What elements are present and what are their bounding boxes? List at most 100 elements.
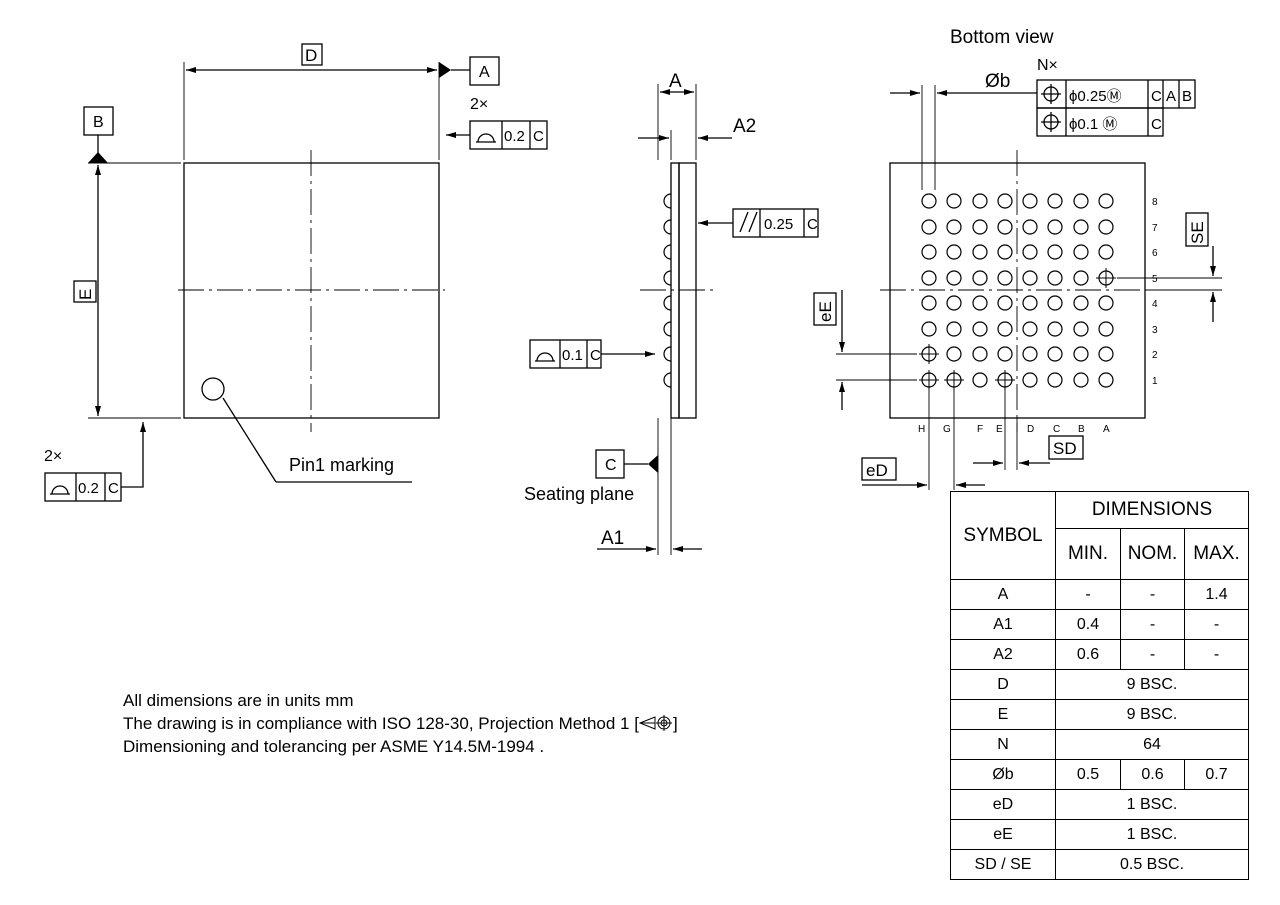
table-row: E 9 BSC. — [950, 699, 1249, 730]
solder-ball — [972, 244, 988, 260]
row-span: 1 BSC. — [1055, 789, 1249, 820]
ee-label: eE — [816, 301, 835, 322]
solder-ball — [946, 346, 962, 362]
table-row: eD 1 BSC. — [950, 789, 1249, 820]
dimensions-table: SYMBOL DIMENSIONS MIN. NOM. MAX. A - - 1… — [950, 491, 1249, 880]
solder-ball — [997, 321, 1013, 337]
bottom-view-title: Bottom view — [950, 27, 1054, 48]
col-label: H — [918, 424, 925, 435]
side-flat-datum: C — [590, 347, 601, 364]
row-symbol: A2 — [950, 639, 1056, 670]
solder-ball — [1022, 193, 1038, 209]
solder-ball — [1096, 268, 1116, 288]
solder-ball — [1047, 346, 1063, 362]
frame-bottom-count: 2× — [44, 448, 62, 465]
row-span: 9 BSC. — [1055, 669, 1249, 700]
row-nom: - — [1120, 579, 1185, 610]
datum-c-label: C — [605, 457, 617, 474]
substrate — [670, 162, 680, 419]
datum-c-triangle — [648, 455, 658, 473]
pos2-datum-c: C — [1151, 116, 1162, 133]
side-view: A A2 0.25 C 0.1 C C Seating plane A1 — [524, 71, 819, 555]
side-ball — [663, 244, 672, 260]
solder-ball — [1073, 372, 1089, 388]
pin1-circle — [201, 377, 225, 401]
table-row: A1 0.4 - - — [950, 609, 1249, 640]
solder-ball — [919, 370, 939, 390]
row-label: 7 — [1152, 223, 1158, 234]
d-label-box — [301, 43, 323, 66]
side-balls — [663, 193, 672, 388]
a2-label: A2 — [733, 116, 756, 137]
row-label: 8 — [1152, 197, 1158, 208]
note-iso: The drawing is in compliance with ISO 12… — [123, 712, 678, 735]
solder-ball — [1098, 372, 1114, 388]
solder-ball — [919, 344, 939, 364]
solder-ball — [1073, 244, 1089, 260]
a-label: A — [669, 71, 682, 92]
side-ball — [663, 270, 672, 286]
parallel-datum: C — [807, 216, 818, 233]
row-label: 5 — [1152, 274, 1158, 285]
sd-label: SD — [1053, 439, 1077, 458]
solder-ball — [1073, 346, 1089, 362]
datum-a-triangle — [439, 62, 451, 78]
solder-ball — [972, 295, 988, 311]
pos1-datum-a: A — [1166, 88, 1176, 105]
col-label: C — [1053, 424, 1060, 435]
solder-ball — [921, 295, 937, 311]
solder-ball — [921, 321, 937, 337]
row-max: 0.7 — [1184, 759, 1249, 790]
side-ball — [663, 219, 672, 235]
row-min: 0.6 — [1055, 639, 1121, 670]
solder-ball — [1047, 219, 1063, 235]
solder-ball — [997, 219, 1013, 235]
symbol-header: SYMBOL — [950, 491, 1056, 580]
sd-label-box — [1048, 435, 1084, 460]
flatness-symbol-icon — [476, 133, 496, 143]
solder-ball — [946, 295, 962, 311]
frame-top-value: 0.2 — [504, 128, 525, 145]
solder-ball — [972, 346, 988, 362]
projection-method-icon — [638, 715, 672, 731]
row-label: 4 — [1152, 299, 1158, 310]
solder-ball — [946, 270, 962, 286]
row-min: - — [1055, 579, 1121, 610]
package-body-top — [183, 162, 440, 419]
dimensions-header: DIMENSIONS — [1055, 491, 1249, 529]
solder-ball — [1047, 193, 1063, 209]
row-symbol: N — [950, 729, 1056, 760]
solder-ball — [997, 295, 1013, 311]
pos1-datum-b: B — [1182, 88, 1192, 105]
row-min: 0.5 — [1055, 759, 1121, 790]
nom-header: NOM. — [1120, 528, 1185, 580]
row-symbol: eD — [950, 789, 1056, 820]
d-label: D — [305, 46, 317, 65]
row-nom: - — [1120, 639, 1185, 670]
solder-ball — [972, 193, 988, 209]
solder-ball — [995, 370, 1015, 390]
col-label: A — [1103, 424, 1110, 435]
row-label: 1 — [1152, 376, 1158, 387]
flatness-symbol-icon — [50, 485, 70, 495]
solder-ball — [972, 270, 988, 286]
col-label: G — [943, 424, 951, 435]
solder-ball — [972, 372, 988, 388]
solder-ball — [997, 244, 1013, 260]
parallel-value: 0.25 — [764, 216, 793, 233]
row-span: 0.5 BSC. — [1055, 849, 1249, 880]
row-span: 9 BSC. — [1055, 699, 1249, 730]
solder-ball — [1073, 193, 1089, 209]
solder-ball — [1098, 244, 1114, 260]
frame-bottom-leader — [121, 422, 146, 488]
datum-a-label: A — [479, 64, 490, 81]
table-row: Øb 0.5 0.6 0.7 — [950, 759, 1249, 790]
solder-ball — [1047, 270, 1063, 286]
solder-ball — [1098, 295, 1114, 311]
pos1-datum-c: C — [1151, 88, 1162, 105]
solder-ball — [1022, 244, 1038, 260]
row-symbol: E — [950, 699, 1056, 730]
table-row: SD / SE 0.5 BSC. — [950, 849, 1249, 880]
